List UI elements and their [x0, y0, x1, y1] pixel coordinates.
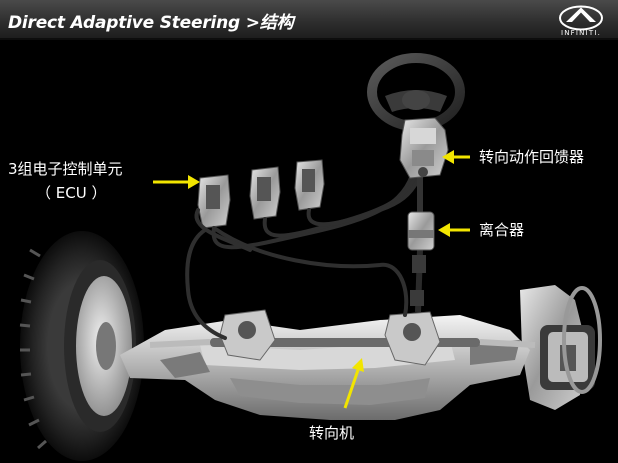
front-left-wheel — [19, 231, 144, 461]
clutch-label: 离合器 — [479, 221, 524, 239]
ecu-unit — [294, 159, 325, 211]
ecu-units — [197, 159, 325, 229]
front-subframe — [120, 309, 536, 420]
wiring-harness — [185, 173, 420, 340]
feedback-callout-arrow — [442, 150, 470, 164]
callout-arrows — [153, 150, 470, 409]
steering-rack-label: 转向机 — [309, 424, 354, 442]
ecu-label-line1: 3组电子控制单元 — [8, 160, 123, 178]
ecu-unit — [249, 166, 281, 220]
feedback-actuator-label: 转向动作回馈器 — [479, 148, 584, 166]
clutch-label-text: 离合器 — [479, 221, 525, 239]
steering-feedback-actuator — [399, 117, 449, 179]
clutch-callout-arrow — [438, 223, 470, 237]
front-right-wheel-hub — [520, 285, 602, 410]
title-divider — [0, 38, 618, 40]
brand-name: INFINITI. — [560, 29, 602, 37]
steering-column — [410, 175, 426, 313]
infiniti-logo-icon — [559, 5, 603, 31]
feedback-actuator-label-text: 转向动作回馈器 — [479, 148, 585, 166]
ecu-unit — [197, 174, 231, 229]
slide-title: Direct Adaptive Steering >结构 — [8, 13, 294, 33]
title-bar: Direct Adaptive Steering >结构 INFINITI. — [0, 0, 618, 40]
ecu-callout-arrow — [153, 175, 200, 189]
ecu-label-line2: （ ECU ） — [36, 184, 107, 202]
clutch — [407, 211, 435, 251]
steering-wheel — [367, 53, 465, 131]
rack-callout-arrow — [343, 358, 364, 409]
steering-rack-label-text: 转向机 — [309, 424, 355, 442]
ecu-label: 3组电子控制单元 （ ECU ） — [8, 160, 123, 202]
